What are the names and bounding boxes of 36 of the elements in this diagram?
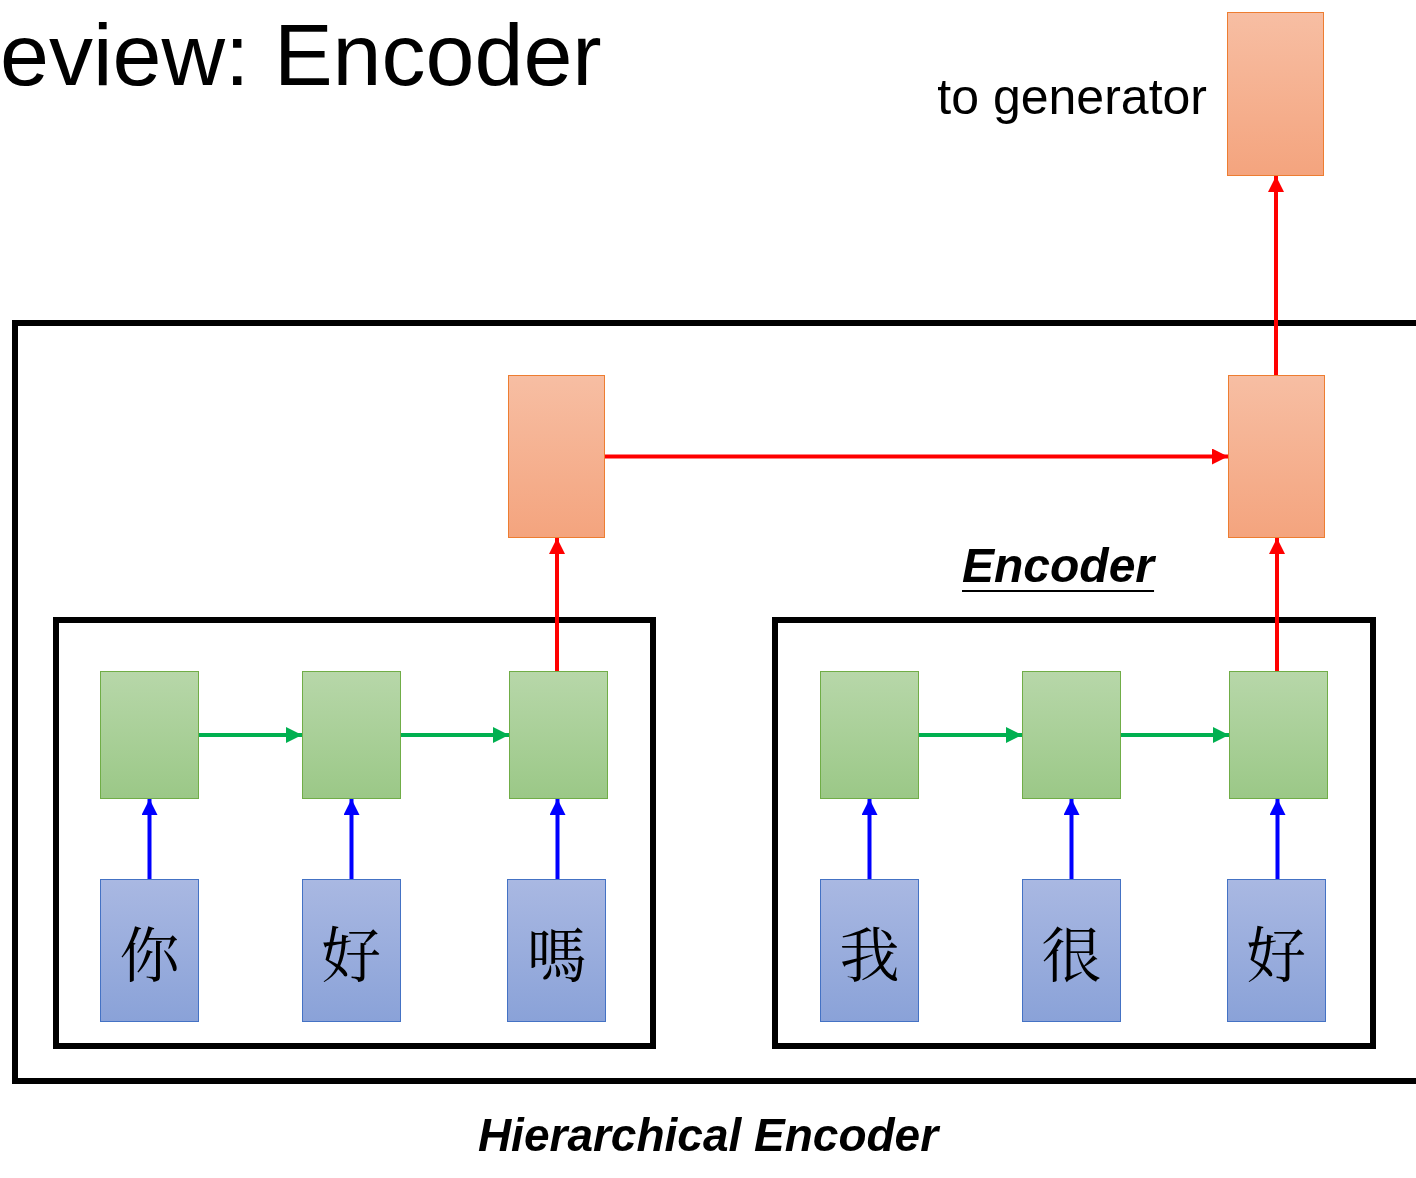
- encoder-frame: [12, 320, 1416, 1084]
- vector-box: [1228, 375, 1325, 538]
- token-box: 好: [1227, 879, 1326, 1022]
- rnn-cell: [820, 671, 919, 799]
- arrow: [919, 727, 1022, 743]
- arrow: [401, 727, 509, 743]
- arrow: [549, 538, 565, 671]
- token-box: 好: [302, 879, 401, 1022]
- vector-box: [508, 375, 605, 538]
- arrow: [1063, 799, 1080, 879]
- frame-heading: Encoder: [962, 538, 1155, 594]
- rnn-cell: [1229, 671, 1328, 799]
- arrow: [605, 448, 1228, 465]
- frame-caption: Hierarchical Encoder: [476, 1108, 941, 1162]
- vector-box: [1227, 12, 1324, 176]
- arrow: [861, 799, 878, 879]
- arrow: [141, 799, 158, 879]
- encoder-frame: [772, 617, 1376, 1049]
- rnn-cell: [1022, 671, 1121, 799]
- arrow: [1268, 176, 1284, 375]
- rnn-cell: [302, 671, 401, 799]
- token-box: 你: [100, 879, 199, 1022]
- arrow: [549, 799, 566, 879]
- token-box: 嗎: [507, 879, 606, 1022]
- arrow: [1269, 538, 1285, 671]
- encoder-frame: [53, 617, 656, 1049]
- token-box: 我: [820, 879, 919, 1022]
- rnn-cell: [100, 671, 199, 799]
- arrow: [199, 727, 302, 743]
- rnn-cell: [509, 671, 608, 799]
- arrow: [1121, 727, 1229, 743]
- arrow: [343, 799, 360, 879]
- arrow: [1269, 799, 1286, 879]
- side-note: to generator: [937, 68, 1207, 127]
- token-box: 很: [1022, 879, 1121, 1022]
- page-title: eview: Encoder: [0, 4, 602, 106]
